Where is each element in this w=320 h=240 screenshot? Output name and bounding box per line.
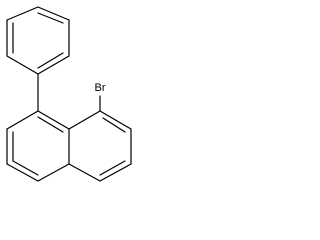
bond xyxy=(37,6,70,21)
bromine-label: Br xyxy=(95,82,106,94)
naphthalene-left-ring xyxy=(6,110,70,182)
bond xyxy=(6,6,39,21)
double-bond-inner xyxy=(37,52,64,69)
bond xyxy=(68,163,101,182)
phenyl-ring xyxy=(6,6,70,75)
bond xyxy=(6,163,39,182)
double-bond-inner xyxy=(37,116,64,133)
bond xyxy=(37,163,70,182)
bond xyxy=(37,55,70,75)
chemical-structure: Br xyxy=(6,6,132,182)
naphthalene-right-ring xyxy=(68,110,132,182)
bond xyxy=(68,110,101,130)
bond xyxy=(37,110,70,130)
bond xyxy=(6,110,39,130)
double-bond-inner xyxy=(37,12,64,24)
double-bond-inner xyxy=(12,160,39,176)
bond xyxy=(6,55,39,75)
double-bond-inner xyxy=(102,117,126,133)
bond xyxy=(99,163,132,182)
bond xyxy=(99,110,132,130)
double-bond-inner xyxy=(99,160,126,176)
